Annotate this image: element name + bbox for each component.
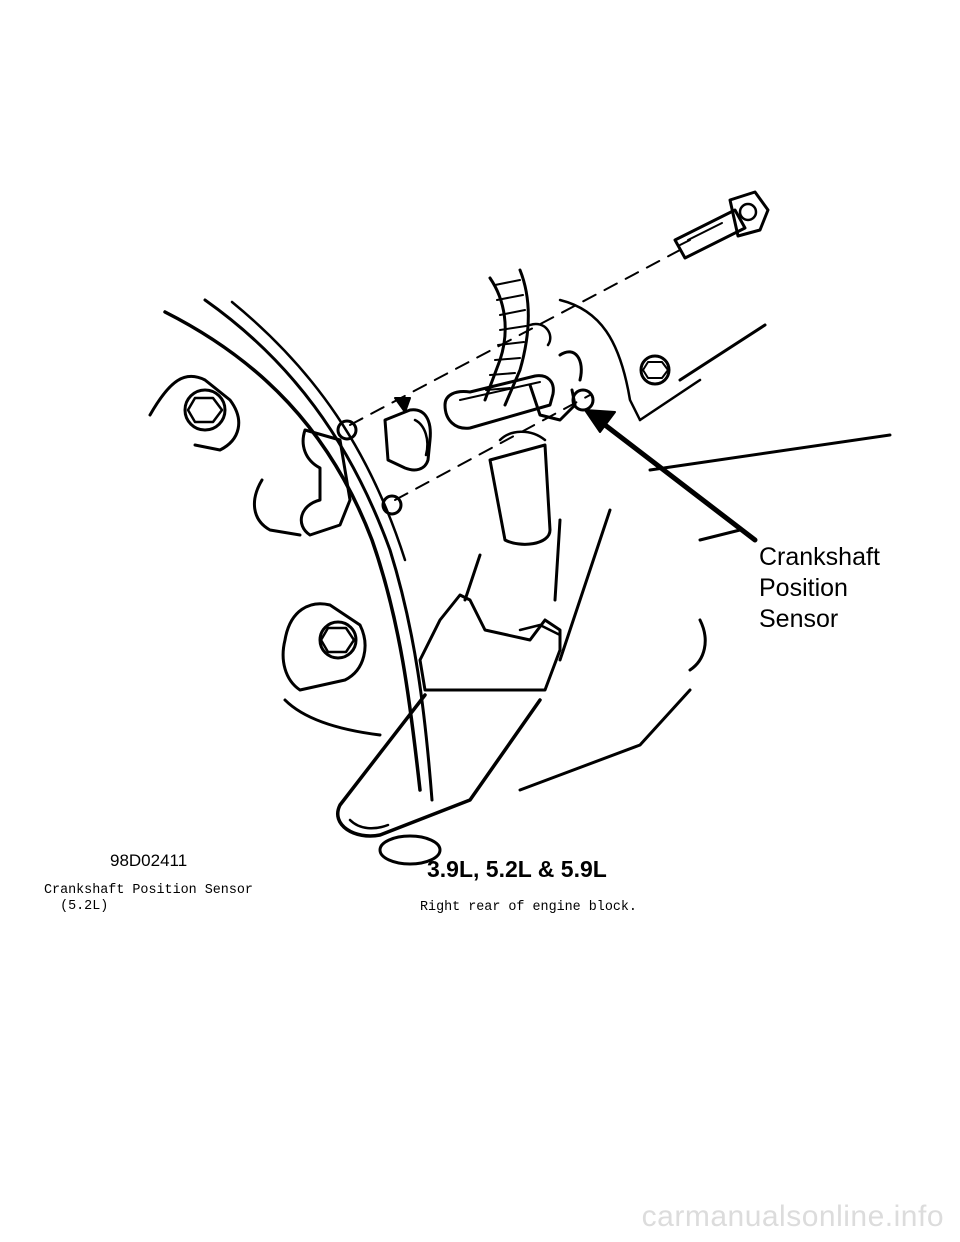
callout-label: Crankshaft Position Sensor [759,542,880,635]
bolt-right [639,354,671,386]
housing-inner-arc [203,298,434,802]
block-line-6 [688,618,707,672]
alignment-line-upper [349,249,681,426]
exhaust-pipe [336,430,562,866]
block-line-8 [558,508,612,662]
bolt-lower-left [318,620,358,660]
block-line-2 [678,323,767,382]
caption-title-line-2: (5.2L) [44,899,109,914]
block-line-1 [558,298,642,422]
callout-arrow [584,409,758,543]
callout-line-1: Crankshaft [759,543,880,571]
bolt-upper-left [183,388,227,432]
housing-outer-arc [163,310,422,792]
sensor-mount-flange [299,428,352,537]
figure-caption-location: Right rear of engine block. [420,900,637,915]
block-line-5 [698,528,742,542]
mounting-bolt [673,190,770,260]
wire-harness [483,268,530,407]
callout-line-2: Position [759,574,848,602]
housing-ring-arc [230,300,407,562]
engine-label: 3.9L, 5.2L & 5.9L [427,856,607,882]
watermark-text: carmanualsonline.info [641,1200,944,1233]
caption-title-line-1: Crankshaft Position Sensor [44,883,253,898]
callout-line-3: Sensor [759,605,839,633]
spacer [383,408,432,472]
housing-flange-lower [252,478,302,537]
housing-lower-lobe [281,602,367,692]
sensor-body [443,322,595,430]
mount-hole-lower [381,494,403,516]
mount-hole-upper [336,419,358,441]
block-line-3 [638,378,702,422]
housing-lower-edge [283,698,382,737]
figure-code: 98D02411 [110,851,188,870]
housing-flange [148,374,241,452]
figure-caption-title: Crankshaft Position Sensor (5.2L) [44,883,253,915]
block-line-7 [518,688,692,792]
block-line-4 [648,433,892,472]
alignment-line-lower [394,394,591,501]
